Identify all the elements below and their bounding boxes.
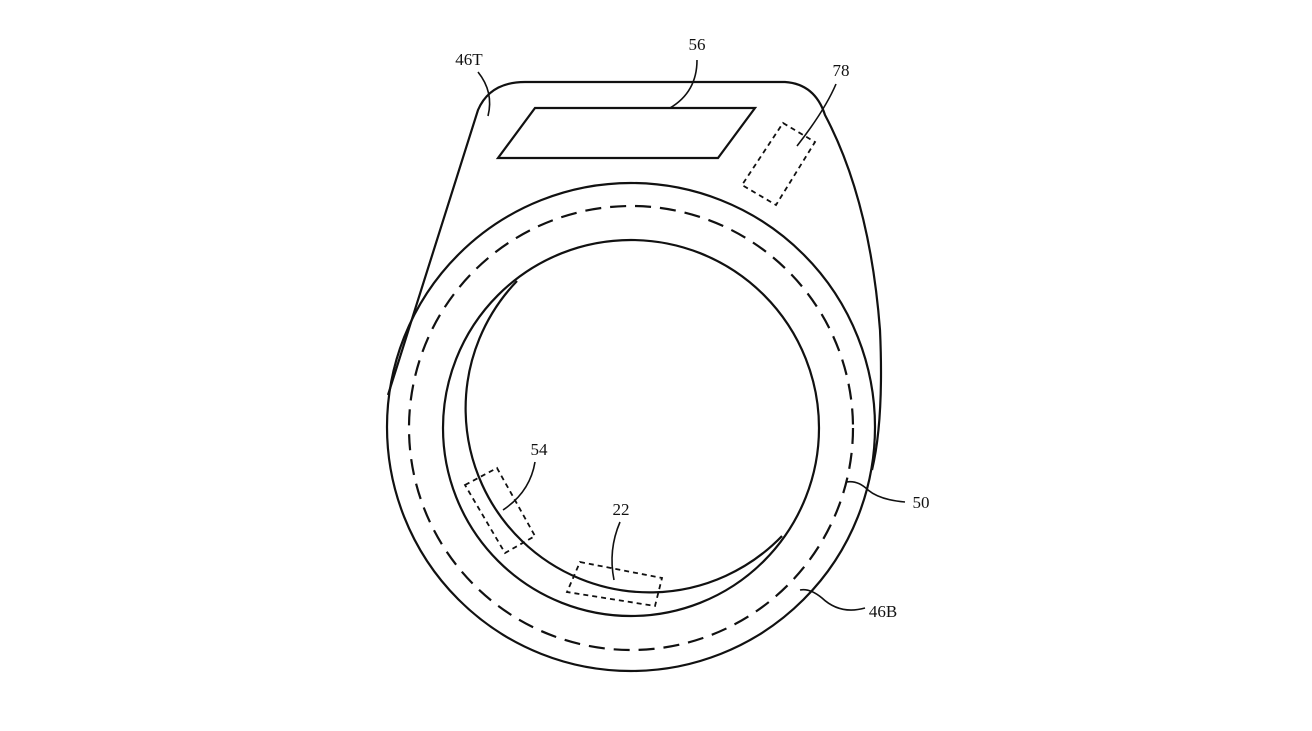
label-50: 50	[912, 493, 930, 512]
label-46T: 46T	[455, 50, 483, 69]
top-housing-outline	[386, 80, 883, 471]
display-window	[495, 106, 758, 160]
finger-opening-edge	[464, 280, 783, 594]
component-54-box	[463, 466, 537, 555]
component-78-box	[740, 121, 817, 207]
leader-46T	[477, 71, 491, 117]
component-22-box	[565, 560, 664, 608]
leader-78	[796, 83, 837, 147]
leader-22	[611, 521, 621, 581]
label-78: 78	[832, 61, 850, 80]
label-56: 56	[688, 35, 706, 54]
ring-outer-surface	[385, 181, 877, 673]
label-22: 22	[612, 500, 630, 519]
label-46B: 46B	[868, 602, 898, 621]
leader-56	[669, 59, 698, 109]
dashed-band-50	[407, 204, 855, 652]
leader-54	[502, 461, 536, 511]
ring-inner-surface	[441, 238, 821, 618]
leader-46B	[799, 588, 866, 611]
leader-50	[845, 480, 906, 503]
label-54: 54	[530, 440, 548, 459]
